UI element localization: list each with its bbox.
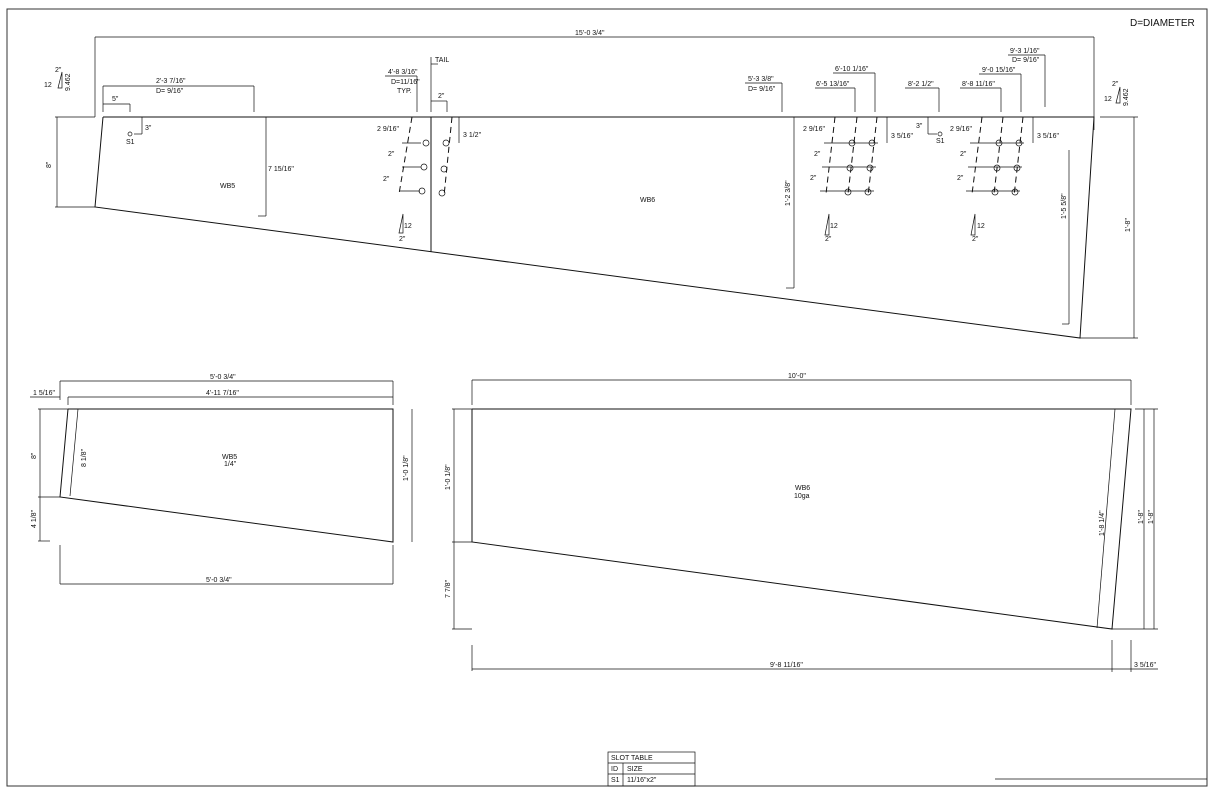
slot-table-cell-size: 11/16"x2" [627, 777, 657, 784]
wb5-outline [59, 408, 394, 543]
slope-symbol-left: 2" 12 9.462 [44, 67, 72, 91]
wb6-top-overall: 10'-0" [788, 373, 806, 380]
diameter-legend: D=DIAMETER [1130, 18, 1195, 29]
slot-table-title: SLOT TABLE [611, 755, 653, 762]
wb5-thickness: 1/4" [224, 461, 237, 468]
splice-gauge: 3 1/2" [463, 132, 482, 139]
splice-top-edge: 2 9/16" [377, 126, 399, 133]
left-span-diameter: D= 9/16" [156, 88, 184, 95]
wb6-part-label: WB6 [795, 485, 810, 492]
svg-text:9.462: 9.462 [65, 73, 72, 91]
left-3-label: 3" [145, 125, 152, 132]
wb6-right-edge: 1'-8 1/4" [1099, 510, 1106, 536]
svg-text:12: 12 [44, 82, 52, 89]
right-overall-height: 1'-8" [1125, 218, 1132, 232]
wb5-left-drop: 4 1/8" [31, 509, 38, 528]
right-inner-height: 1'-5 5/8" [1061, 193, 1068, 219]
sheet-border [6, 8, 1208, 787]
wb5-right-height: 1'-0 1/8" [403, 455, 410, 481]
splice-gap-label: 2" [438, 93, 445, 100]
svg-text:2": 2" [1112, 81, 1119, 88]
top-view: 15'-0 3/4" 2" 12 9.462 2" 12 9.462 8" 2'… [44, 30, 1138, 339]
slope-symbol-right: 2" 12 9.462 [1104, 81, 1130, 106]
g1-pos-a: 5'-3 3/8" [748, 76, 774, 83]
wb5-flat-view: 5'-0 3/4" 4'-11 7/16" 1 5/16" 8" 4 1/8" … [30, 374, 413, 585]
svg-text:12: 12 [1104, 96, 1112, 103]
wb5-left-edge: 8 1/8" [81, 448, 88, 467]
right-bolt-group-2: 8'-8 11/16" 9'-0 15/16" 9'-3 1/16" D= 9/… [950, 48, 1059, 243]
g1-pos-a-diameter: D= 9/16" [748, 86, 776, 93]
g1-bevel-rise: 2" [825, 236, 832, 243]
g1-pitch-2: 2" [810, 175, 817, 182]
g1-top-edge: 2 9/16" [803, 126, 825, 133]
overall-length-label: 15'-0 3/4" [575, 30, 605, 37]
g2-gauge: 3 5/16" [1037, 133, 1059, 140]
wb5-top-inner: 4'-11 7/16" [206, 390, 239, 397]
wb5-left-height: 8" [31, 452, 38, 459]
slot-s1-left [127, 131, 133, 137]
g1-pitch-1: 2" [814, 151, 821, 158]
svg-text:2": 2" [55, 67, 62, 74]
slot-right-pos: 8'-2 1/2" [908, 81, 934, 88]
part-wb5-label: WB5 [220, 183, 235, 190]
slot-right-3: 3" [916, 123, 923, 130]
splice-bevel-run: 12 [404, 223, 412, 230]
wb-assembly-outline [94, 116, 1095, 339]
wb6-right-height-outer: 1'-8" [1148, 510, 1155, 524]
svg-text:9.462: 9.462 [1123, 88, 1130, 106]
left-5-label: 5" [112, 96, 119, 103]
splice-bolt-group: 4'-8 3/16" D=11/16" TYP. TAIL 2" 2 9/16"… [377, 57, 482, 243]
wb6-thickness: 10ga [794, 493, 810, 500]
splice-pitch-2: 2" [383, 176, 390, 183]
slot-table-header-id: ID [611, 766, 618, 773]
wb6-outline [471, 408, 1132, 630]
g2-bevel-run: 12 [977, 223, 985, 230]
g1-pos-b: 6'-5 13/16" [816, 81, 850, 88]
g1-height: 1'-2 3/8" [785, 180, 792, 206]
g2-pitch-1: 2" [960, 151, 967, 158]
splice-bevel-rise: 2" [399, 236, 406, 243]
splice-typ-label: TYP. [397, 88, 412, 95]
slot-s1-right-label: S1 [936, 138, 945, 145]
left-right-height-label: 7 15/16" [268, 166, 294, 173]
slot-s1-left-label: S1 [126, 139, 135, 146]
slot-s1-right [937, 131, 943, 137]
g2-bevel-rise: 2" [972, 236, 979, 243]
splice-pos-label: 4'-8 3/16" [388, 69, 418, 76]
g2-top-edge: 2 9/16" [950, 126, 972, 133]
tail-label: TAIL [435, 57, 449, 64]
slot-table-header-size: SIZE [627, 766, 643, 773]
wb6-left-height: 1'-0 1/8" [445, 464, 452, 490]
part-wb6-label: WB6 [640, 197, 655, 204]
g2-pos-c-diameter: D= 9/16" [1012, 57, 1040, 64]
wb5-top-overall: 5'-0 3/4" [210, 374, 236, 381]
wb6-flat-view: 10'-0" 1'-0 1/8" 7 7/8" 1'-8 1/4" 1'-8" … [445, 373, 1158, 672]
wb6-bottom-right: 3 5/16" [1134, 662, 1156, 669]
wb5-part-label: WB5 [222, 454, 237, 461]
g1-gauge: 3 5/16" [891, 133, 913, 140]
splice-pitch-1: 2" [388, 151, 395, 158]
g1-pos-c: 6'-10 1/16" [835, 66, 869, 73]
wb6-bottom-overall: 9'-8 11/16" [770, 662, 803, 669]
g2-pitch-2: 2" [957, 175, 964, 182]
right-bolt-group-1: 5'-3 3/8" D= 9/16" 6'-5 13/16" 6'-10 1/1… [745, 66, 913, 289]
slot-table-cell-id: S1 [611, 777, 620, 784]
right-slot: 8'-2 1/2" 3" S1 [905, 81, 945, 145]
wb5-bottom-overall: 5'-0 3/4" [206, 577, 232, 584]
g2-pos-a: 8'-8 11/16" [962, 81, 995, 88]
wb6-right-height-inner: 1'-8" [1138, 510, 1145, 524]
g2-pos-c: 9'-3 1/16" [1010, 48, 1040, 55]
wb6-left-drop: 7 7/8" [445, 579, 452, 598]
splice-diameter-label: D=11/16" [391, 79, 420, 86]
g2-pos-b: 9'-0 15/16" [982, 67, 1016, 74]
g1-bevel-run: 12 [830, 223, 838, 230]
slot-table: SLOT TABLE ID SIZE S1 11/16"x2" [607, 751, 696, 787]
left-height-label: 8" [46, 161, 53, 168]
wb5-left-offset: 1 5/16" [33, 390, 55, 397]
left-span-label: 2'-3 7/16" [156, 78, 186, 85]
